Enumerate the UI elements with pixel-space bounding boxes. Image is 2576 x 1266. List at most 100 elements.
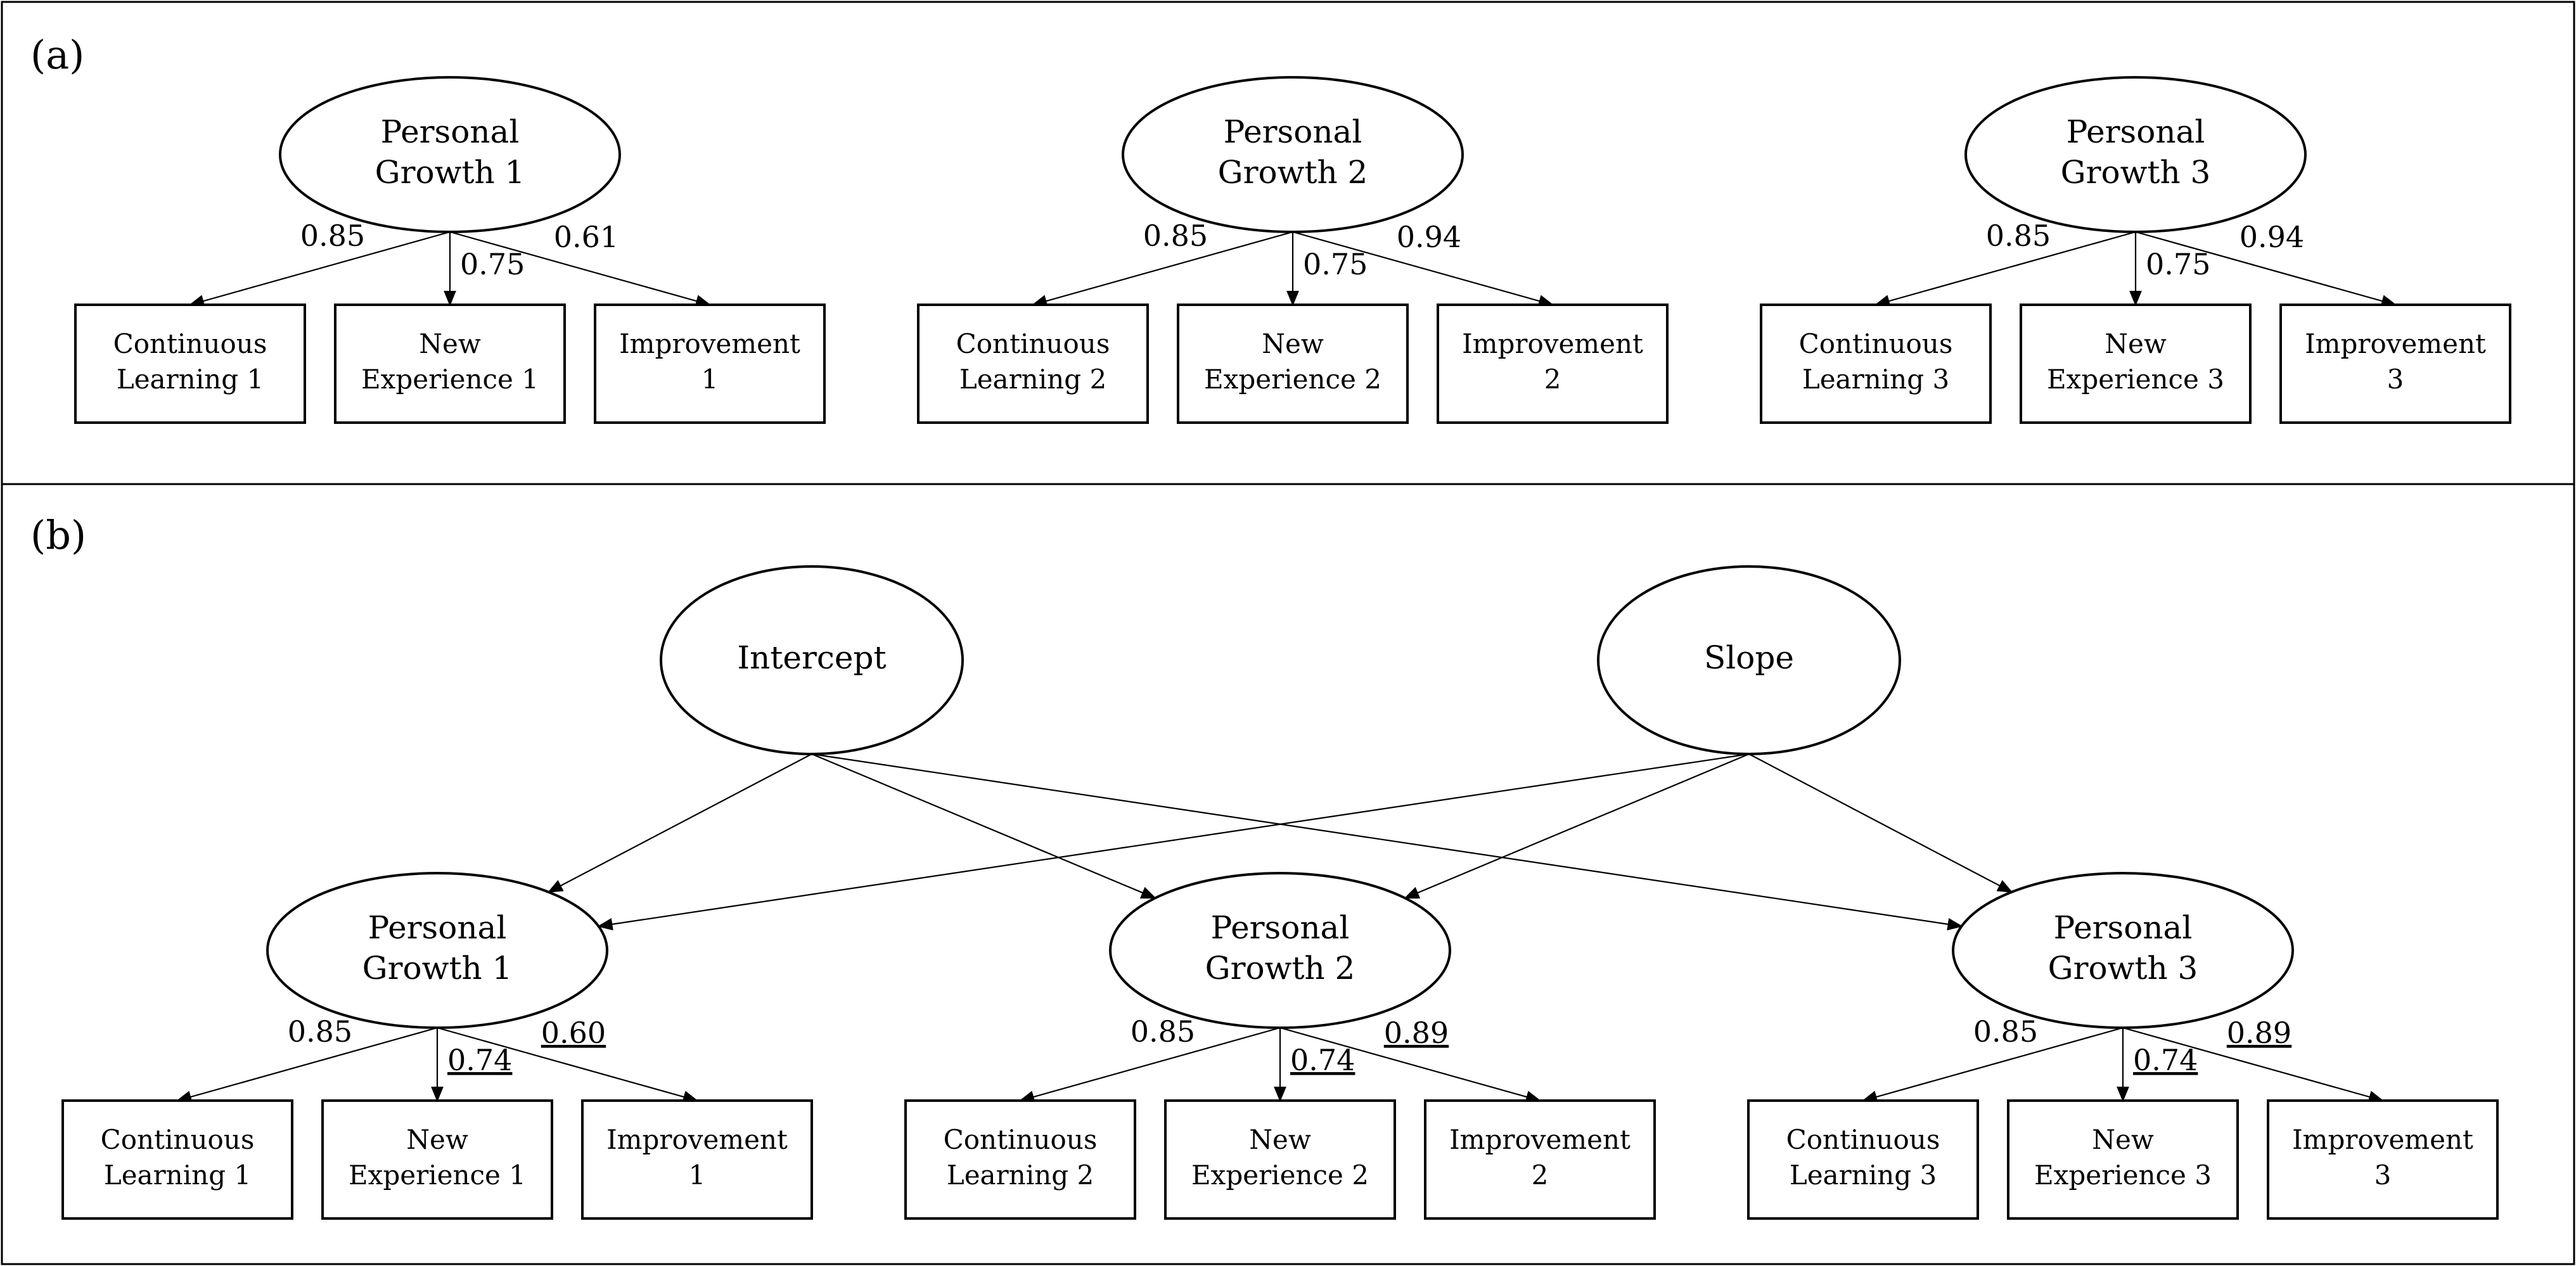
node-label-line: New (1249, 1124, 1311, 1155)
node-label-line: Personal (381, 113, 520, 150)
path-arrow (1748, 753, 2013, 893)
node-label-line: Growth 1 (375, 154, 525, 191)
panel-b-label: (b) (30, 512, 86, 558)
node-label-line: Learning 3 (1802, 364, 1949, 395)
loading-value: 0.75 (460, 247, 525, 281)
indicator-box (74, 304, 306, 424)
indicator-box (1437, 304, 1669, 424)
loading-value: 0.75 (2146, 247, 2210, 281)
indicator-box (1164, 1099, 1396, 1220)
node-slp: Slope (1597, 565, 1901, 755)
node-label-line: Growth 3 (2061, 154, 2211, 191)
indicator-box (2279, 304, 2511, 424)
node-label-line: Continuous (944, 1124, 1098, 1155)
node-label-line: Improvement (2292, 1124, 2473, 1155)
latent-ellipse (1952, 872, 2294, 1029)
indicator-box (1424, 1099, 1656, 1220)
path-arrow (1874, 231, 2136, 307)
indicator-box (917, 304, 1149, 424)
path-arrow (1292, 231, 1554, 307)
loading-value: 0.89 (1384, 1016, 1449, 1050)
path-arrow (811, 753, 1963, 931)
latent-ellipse (1109, 872, 1451, 1029)
indicator-box (2267, 1099, 2499, 1220)
node-label-line: 3 (2387, 364, 2404, 395)
indicator-box (334, 304, 566, 424)
indicator-box (2020, 304, 2252, 424)
node-label-line: Slope (1704, 639, 1794, 676)
node-label-line: Learning 2 (947, 1160, 1094, 1191)
path-arrow (2122, 1026, 2385, 1103)
node-int: Intercept (660, 565, 964, 755)
indicator-box (321, 1099, 553, 1220)
node-label-line: Learning 3 (1790, 1160, 1937, 1191)
node-label-line: Personal (368, 909, 507, 946)
latent-ellipse (1597, 565, 1901, 755)
node-label-line: 2 (1544, 364, 1561, 395)
loading-value: 0.85 (288, 1014, 352, 1049)
node-label-line: 1 (689, 1160, 706, 1191)
node-label-line: Growth 2 (1218, 154, 1368, 191)
path-arrow (449, 231, 712, 307)
path-arrow (188, 231, 451, 307)
loading-value: 0.85 (300, 219, 365, 253)
path-arrow (1031, 231, 1293, 307)
indicator-box (2007, 1099, 2239, 1220)
node-label-line: Experience 1 (349, 1160, 526, 1191)
path-arrow (176, 1026, 438, 1103)
loading-value: 0.89 (2227, 1016, 2291, 1050)
node-label-line: Continuous (1799, 328, 1953, 359)
indicator-box (61, 1099, 293, 1220)
node-label-line: Continuous (956, 328, 1110, 359)
node-im3: Improvement 3 (2279, 304, 2511, 424)
node-label-line: Personal (1211, 909, 1350, 946)
node-label-line: Learning 1 (104, 1160, 251, 1191)
latent-ellipse (1964, 76, 2307, 233)
node-label-line: Continuous (101, 1124, 255, 1155)
panel-b-frame (1, 483, 2575, 1265)
loading-value: 0.60 (541, 1016, 606, 1050)
indicator-box (904, 1099, 1136, 1220)
latent-ellipse (1122, 76, 1464, 233)
node-label-line: Experience 2 (1191, 1160, 1369, 1191)
node-label-line: Improvement (2305, 328, 2486, 359)
loading-value: 0.85 (1131, 1014, 1195, 1049)
path-arrow (1279, 1026, 1542, 1103)
node-label-line: Intercept (737, 639, 886, 676)
panel-a-label: (a) (30, 32, 84, 78)
path-arrow (1018, 1026, 1281, 1103)
loading-value: 0.74 (1290, 1043, 1355, 1077)
path-arrow (2135, 231, 2397, 307)
loading-value: 0.61 (554, 220, 618, 254)
node-label-line: Continuous (1786, 1124, 1940, 1155)
node-label-line: Growth 1 (362, 950, 513, 987)
path-arrow (597, 753, 1750, 931)
latent-ellipse (279, 76, 621, 233)
node-label-line: Continuous (113, 328, 267, 359)
loading-value: 0.75 (1303, 247, 1368, 281)
node-label-line: Experience 3 (2047, 364, 2224, 395)
node-label-line: Personal (1224, 113, 1362, 150)
loading-value: 0.94 (2240, 220, 2304, 254)
node-label-line: New (1262, 328, 1324, 359)
loading-value: 0.85 (1986, 219, 2051, 253)
indicator-box (1177, 304, 1409, 424)
node-label-line: Improvement (619, 328, 800, 359)
